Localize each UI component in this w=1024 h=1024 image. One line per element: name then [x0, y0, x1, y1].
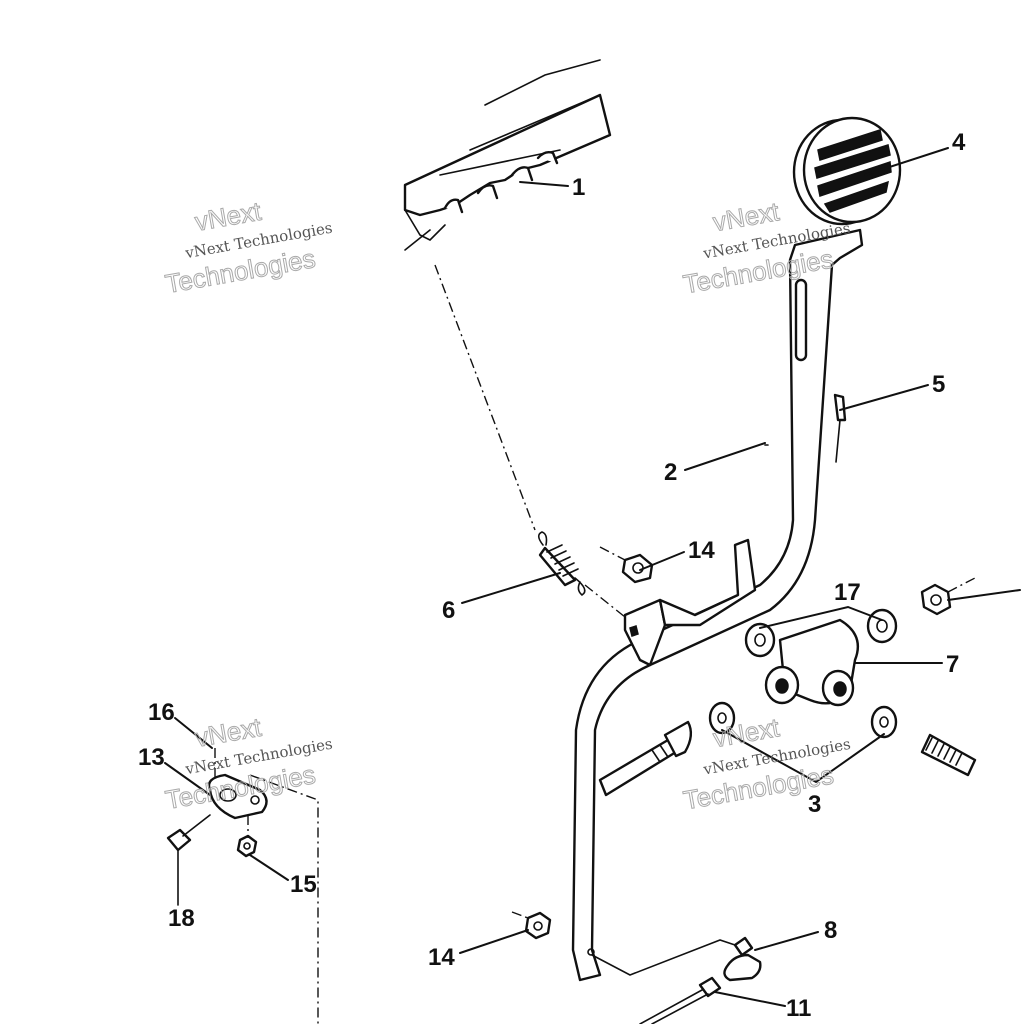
spring	[537, 531, 586, 596]
clevis	[591, 936, 762, 1024]
callout-14-upper: 14	[688, 537, 715, 564]
callout-13: 13	[138, 744, 165, 771]
pedal-pad	[792, 116, 902, 226]
throttle-link	[166, 748, 319, 1024]
callout-8: 8	[824, 917, 837, 944]
watermark-right-bottom: vNext vNext Technologies Technologies	[681, 712, 852, 816]
pivot-bushing	[744, 608, 898, 707]
callout-2: 2	[664, 459, 677, 486]
nut-right	[920, 577, 976, 616]
callout-3: 3	[808, 791, 821, 818]
callout-15: 15	[290, 871, 317, 898]
svg-text:vNext: vNext	[711, 196, 782, 237]
pivot-bolt	[598, 701, 977, 797]
callout-16: 16	[148, 699, 175, 726]
cotter-pin	[833, 393, 847, 463]
callout-7: 7	[946, 651, 959, 678]
nut-upper	[599, 546, 654, 584]
callout-6: 6	[442, 597, 455, 624]
callout-4: 4	[952, 129, 966, 156]
callout-1: 1	[572, 174, 585, 201]
svg-text:vNext: vNext	[193, 712, 264, 753]
callout-5: 5	[932, 371, 945, 398]
spring-centerline	[434, 264, 536, 531]
pedal-arm	[571, 228, 864, 982]
callout-11: 11	[786, 995, 811, 1022]
callout-18: 18	[168, 905, 195, 932]
frame-bracket	[403, 59, 612, 251]
leader-lines	[164, 147, 1021, 1007]
callout-14-lower: 14	[428, 944, 455, 971]
svg-text:vNext: vNext	[193, 196, 264, 237]
watermark-left-top: vNext vNext Technologies Technologies	[162, 195, 333, 299]
nut-lower	[511, 911, 595, 956]
callout-17: 17	[834, 579, 861, 606]
